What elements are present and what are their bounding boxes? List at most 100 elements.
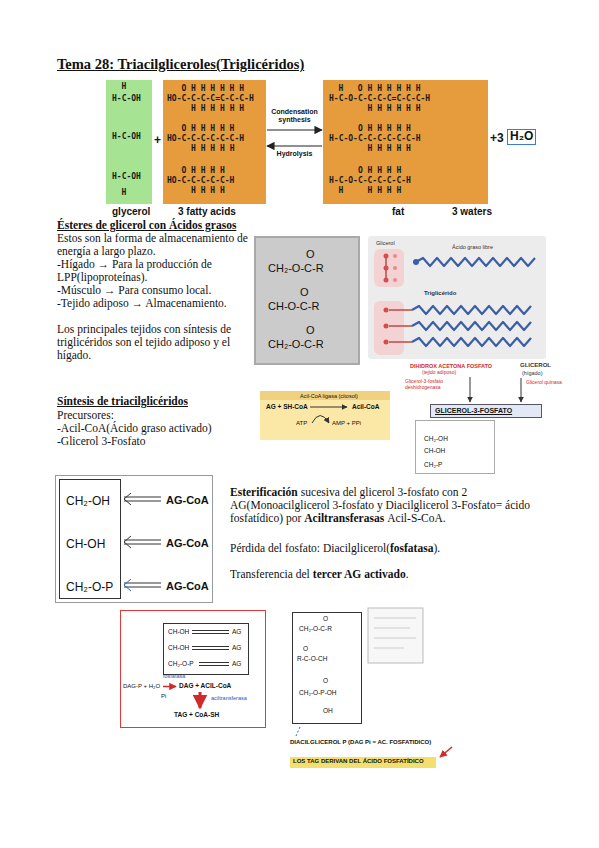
reaction-arrow	[470, 377, 471, 402]
acyl-arrowhead	[124, 493, 131, 505]
acyl-bond	[192, 649, 229, 650]
acyl-label: AG-CoA	[166, 580, 209, 593]
body-text: -Glicerol 3-Fosfato	[57, 435, 145, 448]
reaction-text: Acil-CoA	[352, 403, 379, 410]
acyl-bond	[124, 501, 161, 502]
acyl-bond	[192, 630, 229, 631]
glycerol-shape	[374, 249, 404, 287]
reaction-arrow	[267, 129, 322, 130]
body-text: -Músculo → Para consumo local.	[57, 284, 252, 297]
atom	[384, 308, 389, 313]
precursor-label: GLICEROL	[520, 362, 551, 369]
plus-sign: +	[154, 134, 161, 148]
formula-text: O	[323, 615, 328, 622]
formula-text: AG	[232, 660, 241, 667]
acyl-bond	[192, 646, 229, 647]
reaction-text: AG + SH-CoA	[266, 403, 308, 410]
thumbnail-line	[374, 618, 416, 619]
reaction-arrow	[199, 692, 202, 708]
formula-text: O	[306, 324, 315, 336]
formula-text: O	[303, 645, 308, 652]
coefficient: +3	[490, 132, 504, 146]
acyl-arrowhead	[124, 579, 131, 591]
glycerol-shape	[374, 301, 404, 355]
atom	[384, 254, 389, 259]
formula-text: H-C-O-C-C-C-C-C-H	[329, 176, 411, 186]
acyl-bond	[192, 633, 229, 634]
acyl-bond	[124, 583, 161, 584]
enzyme-note: Glicerol quinasa	[526, 380, 570, 386]
esterification-frame: AG-CoA AG-CoA AG-CoA CH₂-OH CH-OH CH₂-O-P	[55, 475, 213, 603]
reaction-text: Acil-CoA ligasa (citosol)	[300, 393, 358, 399]
acyl-label: AG-CoA	[166, 494, 209, 507]
formula-text: H	[122, 188, 127, 198]
formula-box: CH₂-OHCH-OHCH₂-P	[415, 420, 495, 474]
formula-text: CH₂-P	[424, 461, 442, 468]
formula-text: CH₂-O-P-OH	[299, 689, 337, 696]
body-text: Transferencia del	[230, 568, 310, 580]
formula-text: O H H H H	[358, 166, 401, 176]
reaction-arrow	[521, 378, 522, 402]
atom	[393, 278, 397, 282]
reaction-text: TAG + CoA-SH	[174, 711, 219, 718]
formula-text: HO-C-C-C-C-C-C-H	[167, 134, 244, 144]
phosphate-box: CH-OHCH-OHCH₂-O-PAGAGAG	[163, 623, 249, 675]
body-text: Los principales tejidos con síntesis de …	[57, 323, 252, 362]
highlight-box: LOS TAG DERIVAN DEL ÁCIDO FOSFATÍDICO	[290, 757, 436, 768]
caption: 3 waters	[452, 206, 492, 218]
enzyme-box: Acil-CoA ligasa (citosol) AG + SH-CoA Acil…	[260, 391, 390, 440]
glycerol-box: HH-C-OHH-C-OHH-C-OHH	[106, 80, 152, 204]
body-text: -Hígado → Para la producción de LPP(lipo…	[57, 258, 252, 284]
product-name: GLICEROL-3-FOSFATO	[435, 407, 512, 415]
formula-text: H-C-O-C-C-C-C-C-C-H	[329, 134, 421, 144]
picture-label: Ácido graso libre	[452, 244, 493, 250]
reaction-frame: DAG-P + H₂OfosfatasaDAG + ACIL-CoAPiacil…	[120, 610, 266, 728]
bold-term: tercer AG activado	[313, 568, 406, 580]
free-fatty-acid	[416, 258, 535, 266]
formula-text: H-C-OH	[112, 94, 141, 104]
formula-text: CH₂-O-C-R	[299, 625, 332, 632]
thumbnail-line	[374, 648, 404, 649]
product-box: GLICEROL-3-FOSFATO	[430, 404, 542, 418]
caption: fat	[392, 206, 404, 218]
paragraph: Transferencia deltercer AG activado.	[230, 568, 560, 581]
formula-text: CH₂-O-P	[168, 660, 194, 667]
body-text: -Tejido adiposo → Almacenamiento.	[57, 297, 252, 310]
formula-text: CH-OH	[424, 447, 445, 454]
acyl-bond	[124, 587, 161, 588]
acyl-label: AG-CoA	[166, 537, 209, 550]
precursor-label: DIHIDROX ACETONA FOSFATO	[410, 363, 492, 369]
fat-box: H O H H H H H HH-C-O-C-C-C-C=C-C-C-HH H …	[323, 80, 488, 204]
formula-text: CH-O-C-R	[268, 300, 319, 312]
formula-text: OH	[323, 707, 333, 714]
paragraph: Esterificaciónsucesiva del glicerol 3-fo…	[230, 486, 560, 525]
carboxyl-head	[413, 259, 419, 265]
reaction-arrow	[267, 145, 322, 146]
bold-term: fosfatasa	[390, 542, 433, 554]
body-text: Estos son la forma de almacenamiento de …	[57, 232, 252, 258]
formula-text: CH-OH	[66, 537, 105, 551]
formula-text: H-C-OH	[112, 132, 141, 142]
formula-text: O H H H H H H	[181, 84, 244, 94]
edge-label: Hydrolysis	[267, 150, 322, 158]
thumbnail	[368, 608, 423, 663]
body-text: Pérdida del fosfato: Diacilglicerol(	[230, 542, 390, 554]
reaction-text: ATP	[296, 420, 307, 427]
ester-bond	[389, 341, 412, 343]
reaction-text: DAG-P + H₂O	[123, 683, 160, 690]
formula-text: H H H H H	[339, 186, 402, 196]
triglyceride-formula: OCH₂-O-C-ROCH-O-C-ROCH₂-O-C-R	[254, 236, 360, 365]
bold-term: Aciltransferasas	[304, 512, 384, 524]
ester-bond	[389, 309, 412, 311]
formula-text: CH₂-O-P	[66, 580, 113, 594]
formula-text: H H H H H H	[191, 104, 244, 114]
formula-text: H-C-OH	[112, 172, 141, 182]
formula-text: CH₂-O-C-R	[268, 338, 324, 350]
formula-text: HO-C-C-C-C=C-C-C-H	[167, 94, 254, 104]
glycerol-phosphate-box: CH₂-OH CH-OH CH₂-O-P	[59, 479, 121, 599]
formula-text: O H H H H H	[181, 124, 234, 134]
body-text: Precursores:	[57, 409, 114, 422]
paragraph: Pérdida del fosfato: Diacilglicerol(fosf…	[230, 542, 560, 555]
formula-text: CH₂-OH	[66, 494, 110, 508]
